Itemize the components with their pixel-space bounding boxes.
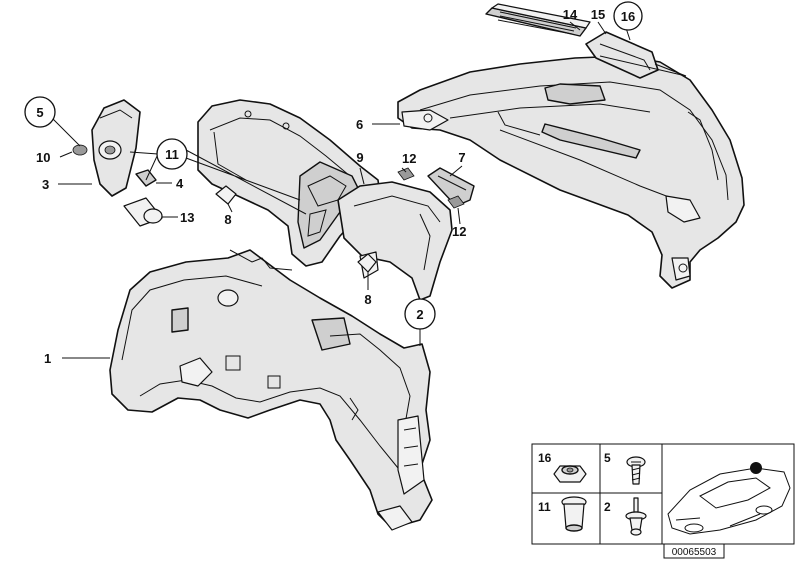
inset-nut-16 bbox=[553, 465, 587, 483]
leader-5 bbox=[49, 115, 81, 147]
part-8-clip-left bbox=[215, 185, 237, 205]
callout-12-top: 12 bbox=[402, 151, 416, 166]
callout-8-left: 8 bbox=[224, 212, 231, 227]
callout-16: 16 bbox=[621, 9, 635, 24]
callout-1: 1 bbox=[44, 351, 51, 366]
leader-14-15-16-diagonal bbox=[599, 55, 687, 77]
part-12-clip-right bbox=[447, 195, 465, 209]
part-9-center-trim-panel bbox=[197, 99, 381, 267]
leader-10 bbox=[59, 151, 73, 158]
part-4-clip bbox=[135, 169, 157, 187]
part-8-clip-center bbox=[357, 253, 377, 273]
callout-9: 9 bbox=[356, 150, 363, 165]
diagram-number-box bbox=[663, 543, 725, 559]
inset-label-2: 2 bbox=[604, 500, 611, 514]
leader-12a bbox=[401, 167, 407, 173]
part-14-vent-grille bbox=[485, 3, 591, 37]
diagram-number: 00065503 bbox=[672, 547, 717, 558]
inset-fastener-legend: 16 5 11 2 bbox=[531, 443, 795, 559]
right-side-trim-panel bbox=[337, 181, 453, 301]
callout-6: 6 bbox=[356, 117, 363, 132]
callout-5-ring bbox=[24, 96, 56, 128]
leader-15 bbox=[597, 21, 607, 35]
callout-11: 11 bbox=[165, 147, 179, 162]
leader-8a bbox=[227, 203, 233, 213]
part-1-side-wheel-arch-panel bbox=[109, 249, 433, 531]
callout-2: 2 bbox=[416, 307, 423, 322]
leader-9 bbox=[359, 167, 365, 185]
leader-7 bbox=[449, 165, 463, 177]
callout-12-right: 12 bbox=[452, 224, 466, 239]
callout-2-ring bbox=[404, 298, 436, 330]
inset-pin-2 bbox=[625, 497, 647, 536]
inset-label-16: 16 bbox=[538, 451, 552, 465]
inset-label-5: 5 bbox=[604, 451, 611, 465]
callout-5: 5 bbox=[36, 105, 43, 120]
callout-4: 4 bbox=[176, 176, 184, 191]
part-12-clip-top bbox=[397, 167, 415, 181]
inset-label-11: 11 bbox=[538, 500, 551, 514]
callout-10: 10 bbox=[36, 150, 50, 165]
inset-car-silhouette bbox=[667, 462, 791, 535]
callout-3: 3 bbox=[42, 177, 49, 192]
part-10-clip bbox=[72, 144, 88, 156]
callout-16-ring bbox=[613, 1, 643, 31]
leader-11 bbox=[129, 149, 307, 215]
callout-14: 14 bbox=[563, 7, 578, 22]
callout-13: 13 bbox=[180, 210, 194, 225]
part-6-rear-shelf-panel bbox=[397, 55, 745, 289]
inset-screw-5 bbox=[626, 456, 646, 485]
callout-15: 15 bbox=[591, 7, 605, 22]
inset-location-marker bbox=[750, 462, 762, 474]
part-5-fastener-on-plate bbox=[98, 140, 122, 160]
callout-labels: 5 10 3 11 4 13 8 8 9 12 7 12 6 2 1 14 15… bbox=[24, 1, 643, 366]
callout-8-center: 8 bbox=[364, 292, 371, 307]
leader-14 bbox=[569, 21, 581, 31]
inset-grommet-11 bbox=[561, 496, 587, 532]
callout-11-ring bbox=[156, 138, 188, 170]
leader-12b bbox=[457, 207, 461, 225]
part-13-bumper-sleeve bbox=[123, 197, 163, 227]
callout-7: 7 bbox=[458, 150, 465, 165]
